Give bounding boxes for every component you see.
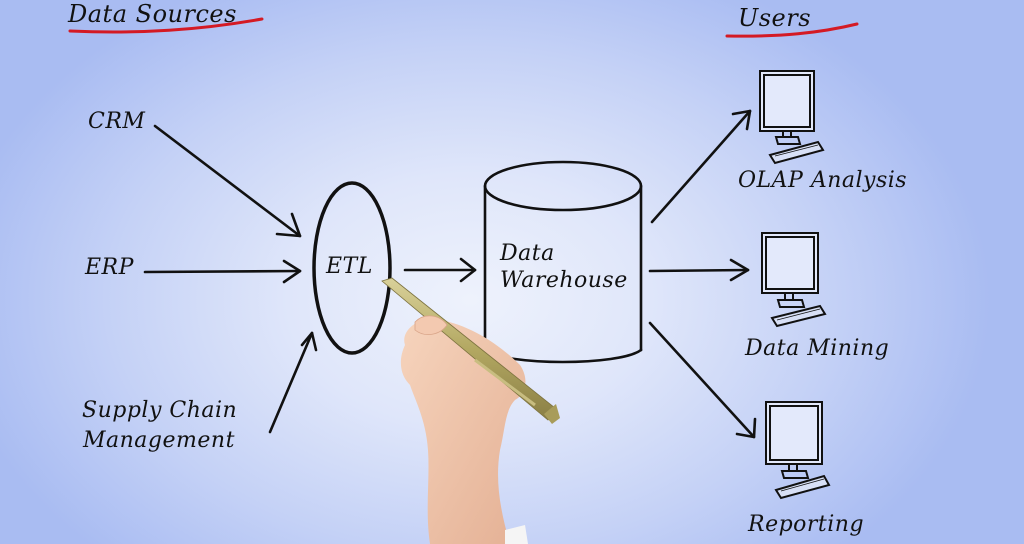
- data-sources-heading: Data Sources: [68, 0, 237, 28]
- arrow-erp-to-etl: [143, 259, 302, 284]
- data-sources-underline: [68, 17, 264, 34]
- arrow-etl-to-warehouse: [403, 257, 477, 283]
- computer-icon-reporting: [765, 401, 831, 500]
- user-mining-label: Data Mining: [745, 336, 890, 361]
- etl-label: ETL: [326, 254, 373, 279]
- computer-icon-olap: [759, 70, 825, 165]
- source-scm-label-line2: Management: [83, 428, 235, 453]
- source-scm-label-line1: Supply Chain: [82, 398, 238, 423]
- arrow-crm-to-etl: [153, 124, 302, 238]
- users-heading: Users: [738, 4, 812, 32]
- hand-with-pen: [381, 277, 560, 544]
- users-underline: [725, 22, 859, 38]
- user-olap-label: OLAP Analysis: [738, 168, 908, 193]
- arrow-warehouse-to-mining: [648, 258, 750, 282]
- warehouse-label-line1: Data: [500, 241, 555, 266]
- warehouse-label-line2: Warehouse: [500, 268, 628, 293]
- arrow-warehouse-to-reporting: [648, 321, 757, 439]
- computer-icon-mining: [761, 232, 827, 328]
- arrow-warehouse-to-olap: [650, 109, 752, 224]
- source-crm-label: CRM: [88, 109, 146, 134]
- arrow-scm-to-etl: [268, 331, 318, 434]
- data-warehouse-node: [483, 160, 643, 364]
- user-reporting-label: Reporting: [748, 512, 865, 537]
- etl-node: [312, 181, 392, 355]
- source-erp-label: ERP: [85, 255, 134, 280]
